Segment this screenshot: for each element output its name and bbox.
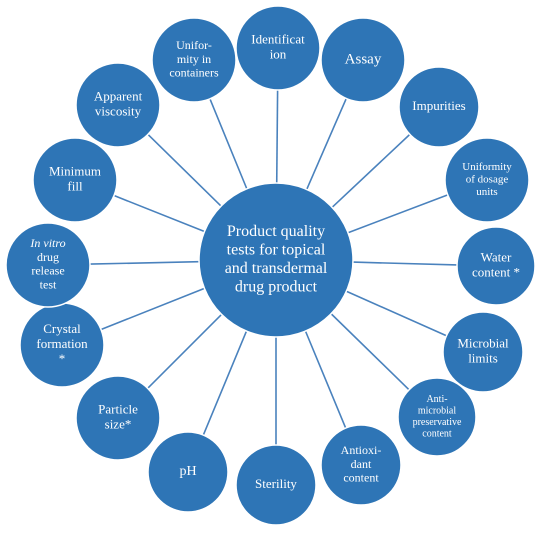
node-sterility: Sterility xyxy=(235,444,317,526)
connector-antioxidant-content xyxy=(304,330,347,429)
node-assay-label-line-1: Assay xyxy=(345,51,382,67)
center-node-label-line-4: drug product xyxy=(235,278,318,295)
connector-uniformity-of-dosage-units xyxy=(347,194,449,234)
node-antimicrobial-preservative-content-label-line-2: microbial xyxy=(418,406,457,417)
node-ph-label-line-1: pH xyxy=(179,464,196,479)
node-in-vitro-drug-release-test-label-line-1: In vitro xyxy=(29,236,65,250)
node-particle-size-label-line-2: size* xyxy=(105,416,132,431)
node-apparent-viscosity-circle xyxy=(75,62,161,148)
connector-identification xyxy=(275,89,279,184)
center-node-circle xyxy=(198,182,354,338)
node-antimicrobial-preservative-content-label-line-1: Anti- xyxy=(426,394,447,405)
node-uniformity-in-containers-circle xyxy=(151,17,237,103)
node-antioxidant-content-label-line-1: Antioxi- xyxy=(341,443,382,457)
node-impurities-label-line-1: Impurities xyxy=(412,98,465,113)
node-crystal-formation-label-line-3: * xyxy=(59,351,66,366)
connector-apparent-viscosity xyxy=(147,133,222,207)
node-antioxidant-content-label-line-3: content xyxy=(343,471,379,485)
node-uniformity-of-dosage-units-label-line-1: Uniformity xyxy=(462,161,512,173)
node-in-vitro-drug-release-test-label-line-4: test xyxy=(40,277,57,291)
node-uniformity-of-dosage-units-circle xyxy=(444,137,530,223)
node-antioxidant-content-circle xyxy=(320,424,402,506)
node-minimum-fill-circle xyxy=(32,137,118,223)
node-in-vitro-drug-release-test-label-line-3: release xyxy=(31,264,64,278)
node-microbial-limits-label-line-1: Microbial xyxy=(457,336,509,351)
connector-microbial-limits xyxy=(346,290,447,337)
node-uniformity-in-containers-label-line-3: containers xyxy=(169,66,219,80)
node-in-vitro-drug-release-test-circle xyxy=(5,222,91,308)
center-node-label-line-2: tests for topical xyxy=(227,241,326,258)
node-microbial-limits-circle xyxy=(442,311,524,393)
node-apparent-viscosity-label-line-1: Apparent xyxy=(94,89,143,104)
node-in-vitro-drug-release-test-label-line-2: drug xyxy=(37,250,59,264)
node-identification-label-line-2: ion xyxy=(270,46,287,61)
node-water-content-circle xyxy=(456,226,536,306)
node-antimicrobial-preservative-content-label-line-3: preservative xyxy=(413,417,462,428)
node-minimum-fill-label-line-2: fill xyxy=(67,178,83,193)
node-assay: Assay xyxy=(320,17,406,103)
node-identification-label-line-1: Identificat xyxy=(251,32,305,47)
node-sterility-circle xyxy=(235,444,317,526)
node-antioxidant-content-label-line-2: dant xyxy=(351,457,372,471)
connector-assay xyxy=(305,98,347,190)
node-uniformity-in-containers-label-line-2: mity in xyxy=(177,52,211,66)
node-impurities-circle xyxy=(398,66,480,148)
center-node-label-line-1: Product quality xyxy=(227,223,325,240)
connector-crystal-formation xyxy=(100,287,205,331)
node-particle-size-label-line-1: Particle xyxy=(98,402,138,417)
connector-water-content xyxy=(352,261,458,266)
node-apparent-viscosity-label-line-2: viscosity xyxy=(95,103,142,118)
connector-antimicrobial-preservative-content xyxy=(330,313,410,391)
node-antimicrobial-preservative-content-circle xyxy=(397,377,477,457)
connector-ph xyxy=(202,330,248,436)
connector-minimum-fill xyxy=(113,194,205,233)
node-identification-circle xyxy=(235,5,321,91)
connector-in-vitro-drug-release-test xyxy=(89,260,200,265)
node-crystal-formation-label-line-1: Crystal xyxy=(43,321,81,336)
connector-lines xyxy=(89,89,458,445)
node-water-content-label-line-1: Water xyxy=(481,250,512,265)
connector-uniformity-in-containers xyxy=(209,98,248,190)
node-sterility-label-line-1: Sterility xyxy=(255,476,297,491)
connector-impurities xyxy=(331,133,411,208)
connector-particle-size xyxy=(147,313,223,389)
node-ph-circle xyxy=(147,431,229,513)
node-impurities: Impurities xyxy=(398,66,480,148)
node-microbial-limits-label-line-2: limits xyxy=(468,350,498,365)
node-particle-size-circle xyxy=(75,375,161,461)
node-water-content-label-line-2: content * xyxy=(472,264,520,279)
node-uniformity-in-containers-label-line-1: Unifor- xyxy=(176,38,212,52)
node-uniformity-of-dosage-units-label-line-3: units xyxy=(476,186,497,198)
node-assay-circle xyxy=(320,17,406,103)
node-ph: pH xyxy=(147,431,229,513)
node-minimum-fill-label-line-1: Minimum xyxy=(49,164,101,179)
center-node-label-line-3: and transdermal xyxy=(225,260,328,277)
node-uniformity-of-dosage-units-label-line-2: of dosage xyxy=(466,174,509,186)
node-antimicrobial-preservative-content-label-line-4: content xyxy=(422,429,452,440)
node-crystal-formation-label-line-2: formation xyxy=(36,336,88,351)
